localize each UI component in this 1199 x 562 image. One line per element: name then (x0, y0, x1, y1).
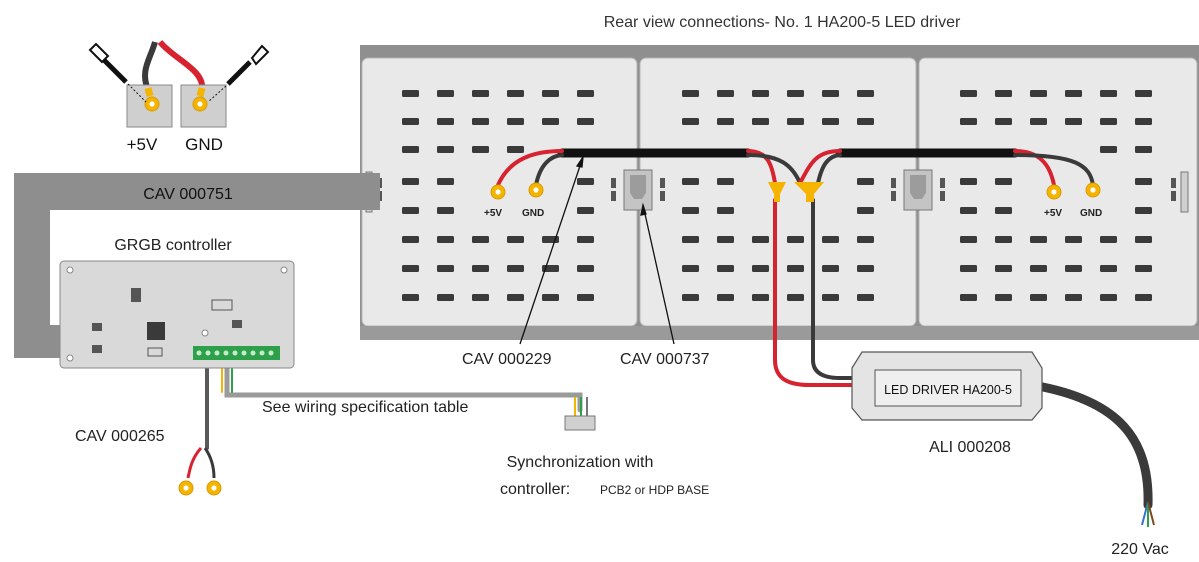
y-splice-left (768, 182, 786, 202)
driver-box-label: LED DRIVER HA200-5 (884, 383, 1012, 397)
y-splice-right (794, 182, 824, 202)
controller-label: GRGB controller (114, 237, 232, 254)
panel-left-plus-label: +5V (484, 208, 502, 219)
ring-terminal-icon (178, 480, 194, 496)
diagram-title: Rear view connections- No. 1 HA200-5 LED… (604, 14, 961, 31)
detail-gnd-label: GND (185, 135, 223, 154)
terminal-detail: +5V GND (88, 39, 270, 154)
ring-terminal-icon (144, 87, 160, 112)
led-driver: LED DRIVER HA200-5 (851, 351, 1043, 421)
cav-000737-label: CAV 000737 (620, 351, 710, 368)
ring-terminal-icon (1085, 182, 1101, 198)
panel-right-plus-label: +5V (1044, 208, 1062, 219)
ring-terminal-icon (1046, 184, 1062, 200)
detail-plus-label: +5V (127, 135, 158, 154)
sync-line-1: Synchronization with (507, 454, 654, 471)
panel-left-gnd-label: GND (522, 208, 544, 219)
driver-code-label: ALI 000208 (929, 439, 1011, 456)
ring-terminal-icon (206, 480, 222, 496)
sync-connector (564, 397, 596, 431)
cable-cav-000751: CAV 000751 (14, 173, 380, 358)
sync-line-2-suffix: PCB2 or HDP BASE (600, 483, 709, 497)
callout-arrows (519, 156, 675, 345)
connector-clip-icon (903, 169, 933, 211)
connector-clip-icon (623, 169, 653, 211)
cav-000751-label: CAV 000751 (143, 186, 233, 203)
cav-000265-label: CAV 000265 (75, 428, 165, 445)
grgb-controller: GRGB controller (59, 237, 295, 369)
mains-label: 220 Vac (1111, 541, 1169, 558)
terminal-block-icon (193, 346, 280, 360)
ring-terminal-icon (192, 87, 208, 112)
screw-icon (88, 42, 147, 103)
panel-right-gnd-label: GND (1080, 208, 1102, 219)
screw-icon (207, 44, 270, 103)
sync-line-2-prefix: controller: (500, 481, 570, 498)
wiring-note: See wiring specification table (262, 399, 468, 416)
cav-000229-label: CAV 000229 (462, 351, 552, 368)
ring-terminal-icon (528, 182, 544, 198)
mains-wires (1141, 501, 1155, 527)
chip-icon (147, 322, 165, 340)
ring-terminal-icon (490, 184, 506, 200)
cable-cav-000265 (178, 446, 222, 496)
